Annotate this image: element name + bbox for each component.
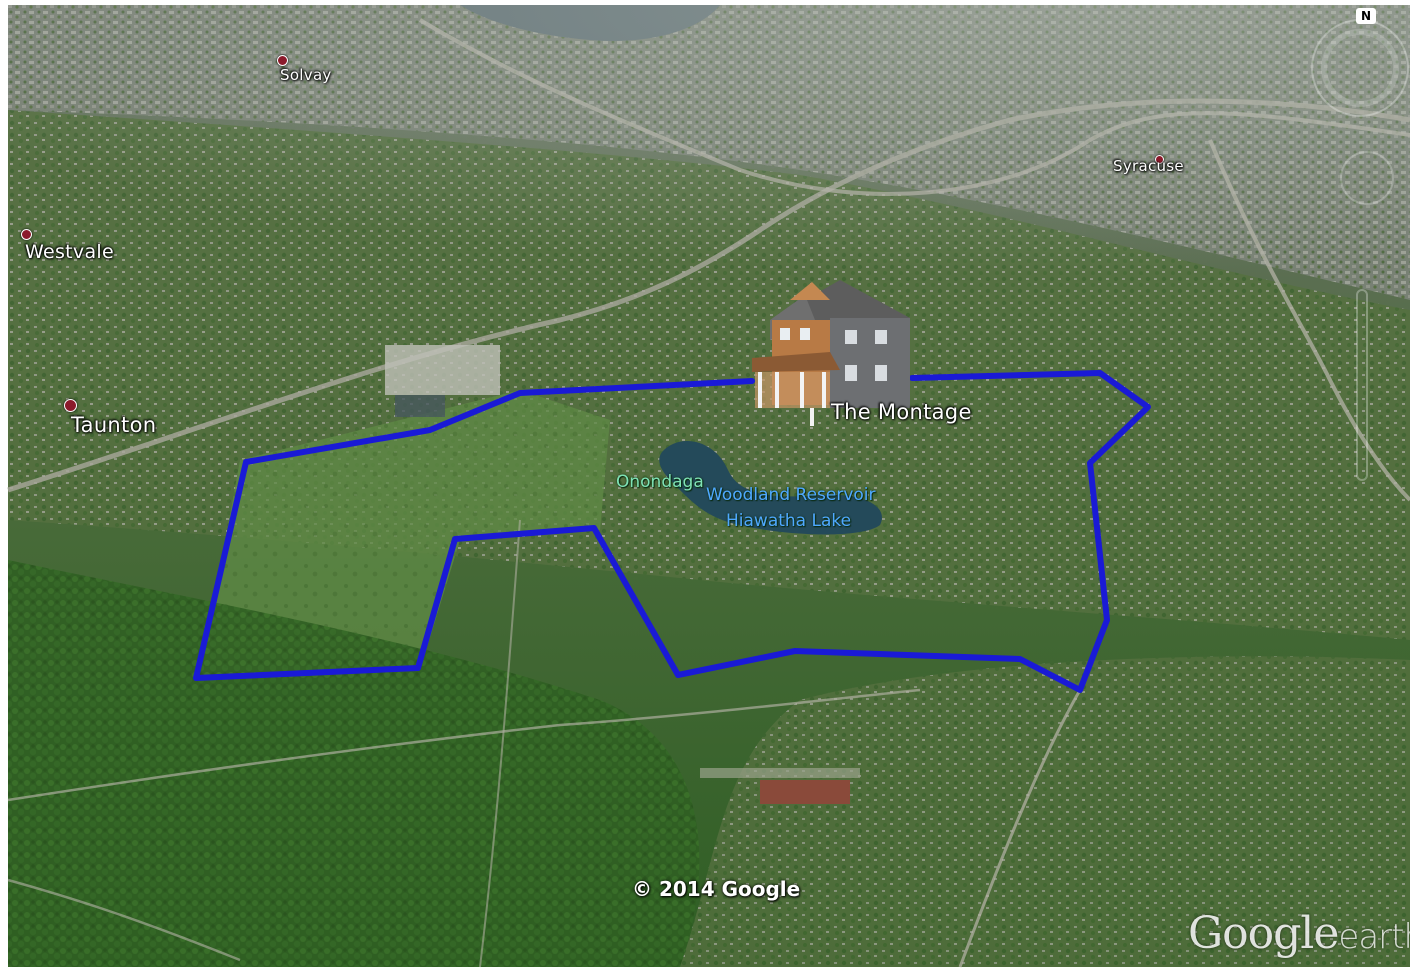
southwest-road: [7, 878, 241, 962]
track-field: [760, 780, 850, 804]
copyright-text: © 2014 Google: [632, 877, 801, 901]
marker-label-the-montage[interactable]: The Montage: [831, 400, 972, 424]
place-label-taunton[interactable]: Taunton: [71, 413, 157, 437]
place-label-syracuse[interactable]: Syracuse: [1113, 157, 1184, 175]
forest-area: [8, 560, 700, 967]
place-label-westvale[interactable]: Westvale: [25, 241, 114, 263]
onondaga-road: [7, 688, 921, 802]
google-earth-logo: Googleearth: [1188, 908, 1410, 959]
school-field: [700, 768, 860, 778]
taunton-pin[interactable]: [64, 399, 77, 412]
brand-suffix: earth: [1338, 917, 1410, 957]
water-label-woodland-reservoir[interactable]: Woodland Reservoir: [706, 485, 876, 505]
water-label-hiawatha-lake[interactable]: Hiawatha Lake: [726, 511, 852, 531]
south-road: [958, 689, 1082, 968]
brand-main: Google: [1188, 908, 1339, 959]
compass-north-indicator[interactable]: N: [1356, 8, 1376, 24]
local-road: [479, 519, 521, 968]
parking-lot: [395, 395, 445, 417]
atmosphere-haze: [8, 5, 1410, 305]
mall-building: [385, 345, 500, 395]
southeast-suburb: [680, 656, 1410, 967]
water-label-onondaga[interactable]: Onondaga: [616, 472, 704, 492]
syracuse-pin[interactable]: [1155, 155, 1164, 164]
woodland-reservoir: [659, 440, 882, 535]
westvale-pin[interactable]: [21, 229, 32, 240]
place-label-solvay[interactable]: Solvay: [280, 66, 332, 84]
route-polygon: [193, 370, 1151, 693]
golf-course-area: [200, 390, 610, 680]
solvay-pin[interactable]: [277, 55, 288, 66]
